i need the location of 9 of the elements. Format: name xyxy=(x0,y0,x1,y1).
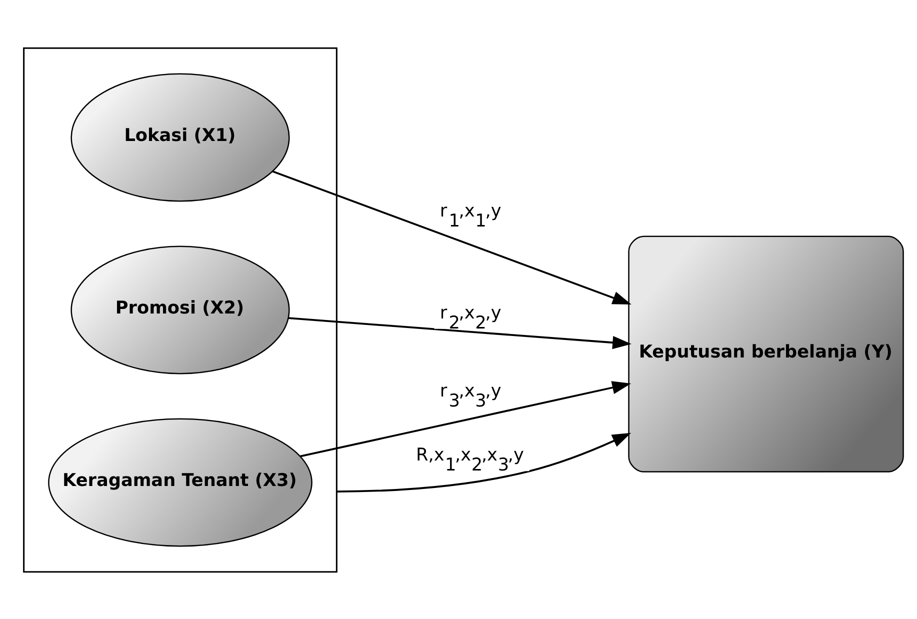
arrow xyxy=(300,380,632,457)
node-box: Keputusan berbelanja (Y) xyxy=(628,235,904,472)
arrow xyxy=(336,432,632,492)
arrow xyxy=(272,170,632,304)
cluster xyxy=(23,46,338,572)
node-ellipse: Lokasi (X1) xyxy=(70,72,290,202)
node-ellipse: Keragaman Tenant (X3) xyxy=(48,418,312,546)
arrow xyxy=(288,316,632,349)
node-ellipse: Promosi (X2) xyxy=(70,245,290,374)
